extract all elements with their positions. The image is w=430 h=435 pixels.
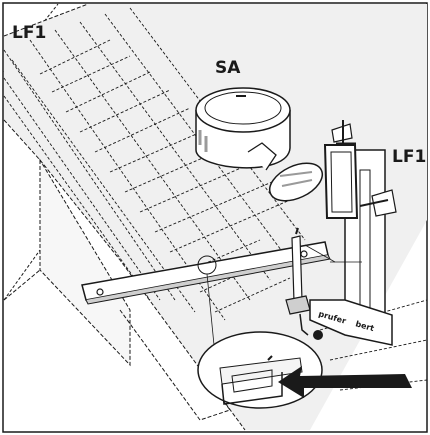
label-top-left: LF1	[12, 23, 46, 43]
bracket-lf1: prufer bert	[309, 120, 397, 346]
leader-line	[206, 273, 215, 346]
bar-clamp	[285, 227, 323, 340]
arrow-icon	[278, 366, 412, 398]
label-spirit-level: SA	[215, 58, 241, 78]
straightedge-bar	[81, 241, 331, 305]
leader-line-bracket	[304, 244, 336, 263]
spirit-level-sa	[195, 87, 324, 202]
label-bracket: LF1	[392, 147, 426, 167]
background-divider-lower	[3, 249, 41, 301]
background-divider	[3, 3, 59, 73]
